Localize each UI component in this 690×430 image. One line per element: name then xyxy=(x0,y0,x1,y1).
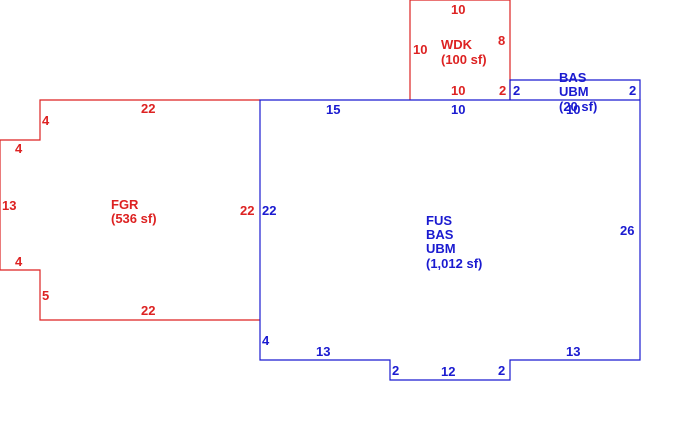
house-dim-left: 22 xyxy=(262,203,276,218)
house-dim-bay-left: 2 xyxy=(392,363,399,378)
small-area-code-1: BAS xyxy=(559,70,587,85)
garage-labels: FGR (536 sf) 22 22 13 4 4 4 5 22 xyxy=(2,101,254,318)
house-dim-lower-left: 4 xyxy=(262,333,270,348)
garage-dim-right: 22 xyxy=(240,203,254,218)
deck-code: WDK xyxy=(441,37,473,52)
small-area-outline xyxy=(509,79,641,100)
small-area-dim-width: 10 xyxy=(566,102,580,117)
house-outline xyxy=(259,99,641,381)
garage-dim-upper-step-h: 4 xyxy=(15,141,23,156)
house-dim-bay-right: 2 xyxy=(498,363,505,378)
garage-outline xyxy=(0,99,260,321)
house-area: (1,012 sf) xyxy=(426,256,482,271)
small-area-area: (20 sf) xyxy=(559,99,597,114)
deck-dim-top: 10 xyxy=(451,2,465,17)
garage-dim-upper-step-v: 4 xyxy=(42,113,50,128)
deck-dim-bottom: 10 xyxy=(451,83,465,98)
small-area-labels: BAS UBM (20 sf) 2 2 10 xyxy=(513,70,636,117)
small-area-dim-left: 2 xyxy=(513,83,520,98)
house-dim-right: 26 xyxy=(620,223,634,238)
garage-dim-lower-step-h: 4 xyxy=(15,254,23,269)
deck-dim-notch: 2 xyxy=(499,83,506,98)
deck-dim-right: 8 xyxy=(498,33,505,48)
garage-area: (536 sf) xyxy=(111,211,157,226)
house-code-1: FUS xyxy=(426,213,452,228)
garage-dim-left: 13 xyxy=(2,198,16,213)
deck-area: (100 sf) xyxy=(441,52,487,67)
house-dim-top-mid: 10 xyxy=(451,102,465,117)
house-dim-bay-bottom: 12 xyxy=(441,364,455,379)
garage-code: FGR xyxy=(111,197,139,212)
house-dim-top-left: 15 xyxy=(326,102,340,117)
deck-dim-left: 10 xyxy=(413,42,427,57)
deck-outline xyxy=(409,0,511,100)
garage-dim-top: 22 xyxy=(141,101,155,116)
house-dim-bottom-right: 13 xyxy=(566,344,580,359)
house-code-2: BAS xyxy=(426,227,454,242)
house-dim-bottom-left: 13 xyxy=(316,344,330,359)
garage-dim-bottom: 22 xyxy=(141,303,155,318)
small-area-dim-right: 2 xyxy=(629,83,636,98)
garage-dim-lower-step-v: 5 xyxy=(42,288,49,303)
house-code-3: UBM xyxy=(426,241,456,256)
deck-labels: WDK (100 sf) 10 10 8 10 2 xyxy=(413,2,506,98)
small-area-code-2: UBM xyxy=(559,84,589,99)
house-labels: FUS BAS UBM (1,012 sf) 15 10 22 26 4 13 … xyxy=(262,102,634,379)
